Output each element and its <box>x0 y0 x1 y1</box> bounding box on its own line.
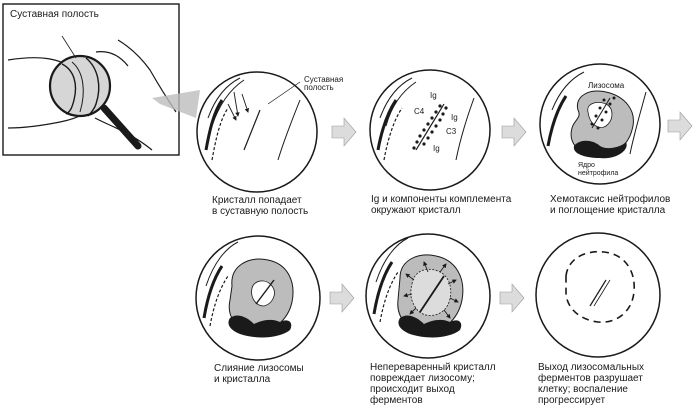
panel-5-caption: Непереваренный кристалл повреждает лизос… <box>370 362 496 406</box>
zoom-wedge <box>152 90 200 118</box>
panel-4-caption: Слияние лизосомы и кристалла <box>214 363 304 385</box>
panel-6-caption: Выход лизосомальных ферментов разрушает … <box>538 362 645 406</box>
panel-6-circle <box>535 232 661 358</box>
panel-2-label-ig-1: Ig <box>430 91 437 100</box>
flow-arrow-2 <box>501 117 527 147</box>
flow-arrow-4 <box>329 283 355 313</box>
panel-2-caption: Ig и компоненты комплемента окружают кри… <box>371 194 512 216</box>
flow-arrow-5 <box>499 283 525 313</box>
inset-knee-box <box>2 3 180 156</box>
panel-5-circle <box>365 233 491 359</box>
panel-2-label-ig-3: Ig <box>433 144 440 153</box>
panel-1-circle <box>196 71 318 193</box>
inset-label: Суставная полость <box>10 9 99 20</box>
panel-3-circle <box>539 63 661 185</box>
panel-3-label-lysosome: Лизосома <box>588 81 625 90</box>
panel-2-label-c3: C3 <box>446 127 457 136</box>
panel-2-circle <box>369 69 491 191</box>
flow-arrow-1 <box>331 117 357 147</box>
panel-1-caption: Кристалл попадает в суставную полость <box>212 195 309 217</box>
panel-3-caption: Хемотаксис нейтрофилов и поглощение крис… <box>550 194 671 216</box>
flow-arrow-3 <box>667 111 693 141</box>
panel-1-label: Суставная полость <box>304 75 344 92</box>
panel-4-circle <box>195 235 321 361</box>
panel-2-label-ig-2: Ig <box>451 113 458 122</box>
panel-2-label-c4: C4 <box>414 107 425 116</box>
panel-3-label-nucleus: Ядро нейтрофила <box>578 162 619 177</box>
